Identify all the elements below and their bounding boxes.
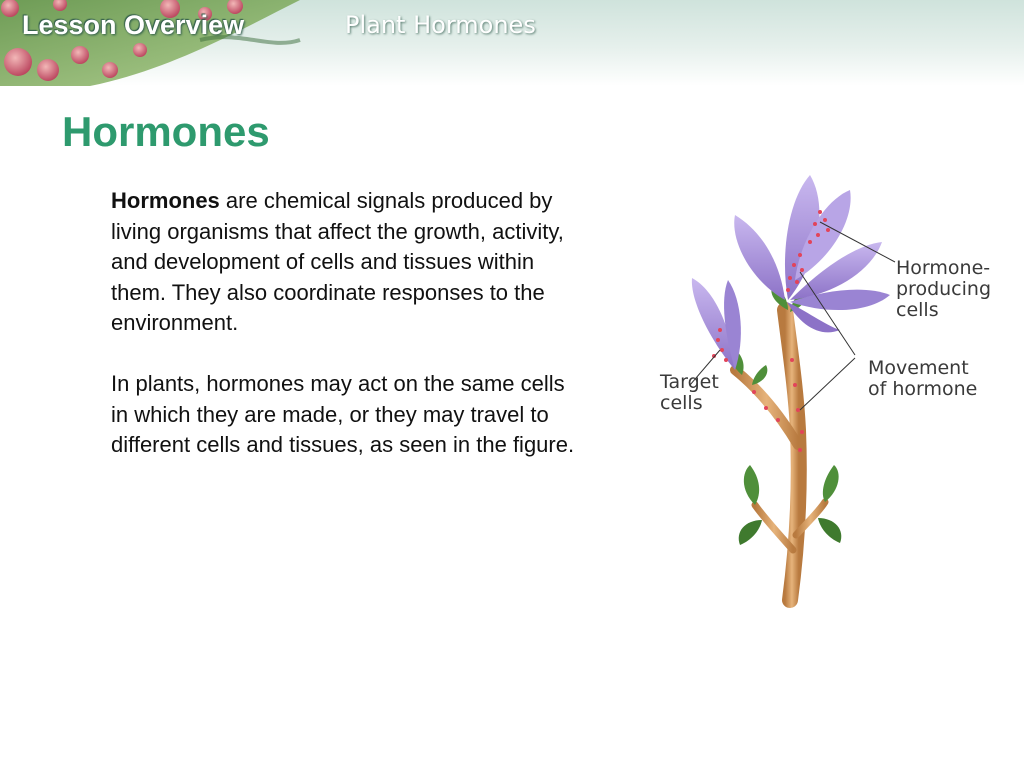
cell-cluster-graphic [0, 0, 301, 86]
label-hormone-producing-cells: Hormone- producing cells [896, 257, 992, 321]
lesson-overview-label: Lesson Overview [22, 10, 245, 40]
plant-hormone-figure: Hormone- producing cells Movement of hor… [650, 160, 1010, 610]
plant-illustration [689, 175, 896, 608]
leader-lines [689, 221, 896, 411]
body-text: Hormones are chemical signals produced b… [111, 186, 581, 491]
slide-title: Hormones [62, 108, 270, 155]
term-hormones: Hormones [111, 188, 220, 213]
label-movement-of-hormone: Movement of hormone [868, 357, 978, 400]
unit-title: Plant Hormones [345, 11, 536, 39]
paragraph-plants: In plants, hormones may act on the same … [111, 370, 575, 458]
label-target-cells: Target cells [660, 371, 719, 414]
hormone-dots [712, 210, 830, 452]
slide-header: Lesson Overview Plant Hormones [0, 0, 1024, 86]
definition-text: are chemical signals produced by living … [111, 188, 564, 336]
paragraph-definition: Hormones are chemical signals produced b… [111, 186, 581, 339]
